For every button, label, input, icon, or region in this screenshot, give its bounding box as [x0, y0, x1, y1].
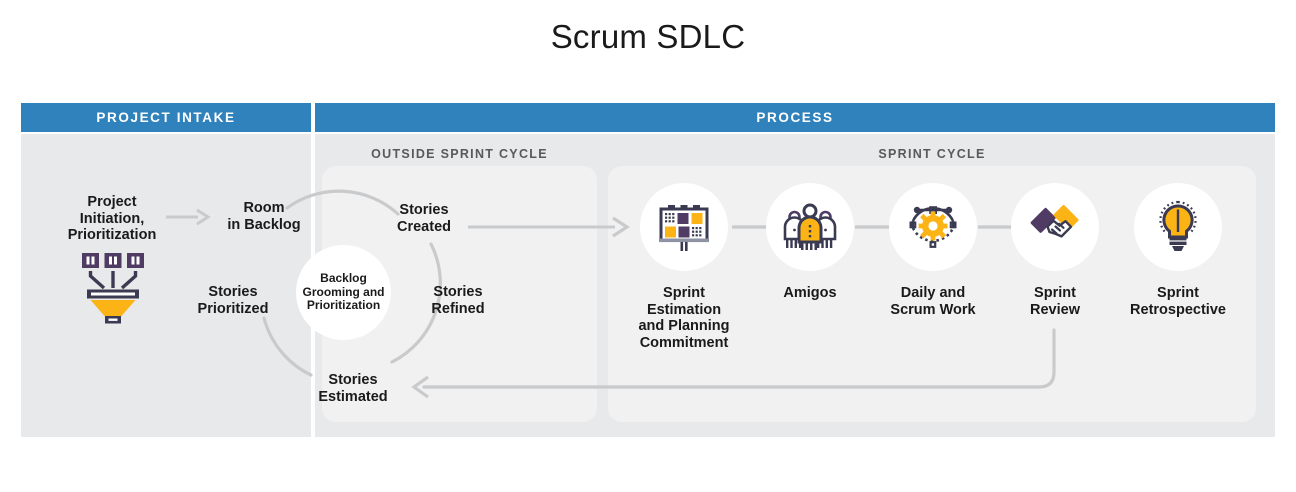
gear-orbit-icon	[909, 206, 957, 248]
label-stories-estimated: Stories Estimated	[292, 372, 414, 405]
funnel-icon	[82, 253, 144, 324]
lightbulb-brain-icon	[1159, 200, 1197, 251]
header-process: PROCESS	[315, 103, 1275, 132]
label-stories-created: Stories Created	[366, 202, 482, 235]
label-daily-and-scrum-work: Daily and Scrum Work	[858, 285, 1008, 318]
label-line-3: Prioritization	[67, 227, 157, 243]
label-line-2: Scrum Work	[890, 301, 976, 318]
backlog-center-text: Backlog Grooming and Prioritization	[303, 272, 385, 313]
label-line-1: Sprint	[1157, 285, 1199, 301]
header-project-intake: PROJECT INTAKE	[21, 103, 311, 132]
handshake-icon	[1030, 205, 1079, 238]
header-project-intake-label: PROJECT INTAKE	[96, 110, 236, 125]
sublabel-outside-sprint-cycle: OUTSIDE SPRINT CYCLE	[371, 147, 548, 161]
label-line-1: Stories	[433, 284, 483, 300]
label-line-3: and Planning	[638, 318, 730, 334]
node-sprint-estimation-icon-circle[interactable]	[640, 183, 728, 271]
label-project-initiation-prioritization: Project Initiation, Prioritization	[36, 194, 188, 244]
label-line-3: Prioritization	[306, 298, 381, 313]
label-line-2: Retrospective	[1130, 301, 1226, 318]
label-line-1: Stories	[399, 202, 449, 218]
page-title: Scrum SDLC	[550, 18, 746, 55]
node-backlog-grooming-and-prioritization: Backlog Grooming and Prioritization	[296, 245, 391, 340]
header-process-label: PROCESS	[756, 110, 834, 125]
label-line-2: in Backlog	[227, 216, 301, 233]
label-line-2: Created	[397, 218, 451, 235]
label-line-1: Stories	[328, 372, 378, 388]
label-amigos: Amigos	[735, 285, 885, 302]
label-sprint-estimation-and-planning-commitment: Sprint Estimation and Planning Commitmen…	[609, 285, 759, 351]
node-sprint-review-icon-circle[interactable]	[1011, 183, 1099, 271]
three-people-icon	[783, 203, 837, 250]
label-stories-refined: Stories Refined	[400, 284, 516, 317]
label-line-2: Estimation	[646, 301, 722, 318]
label-line-1: Amigos	[783, 285, 837, 301]
label-line-1: Stories	[208, 284, 258, 300]
label-line-1: Sprint	[1034, 285, 1076, 301]
label-line-2: Review	[1030, 301, 1080, 318]
label-line-2: Refined	[431, 300, 485, 317]
label-room-in-backlog: Room in Backlog	[204, 200, 324, 233]
label-sprint-review: Sprint Review	[980, 285, 1130, 318]
label-stories-prioritized: Stories Prioritized	[172, 284, 294, 317]
label-line-4: Commitment	[639, 334, 729, 351]
sublabel-sprint-cycle: SPRINT CYCLE	[878, 147, 986, 161]
label-line-2: Estimated	[318, 388, 388, 405]
planning-board-icon	[659, 205, 709, 251]
node-daily-scrum-icon-circle[interactable]	[889, 183, 977, 271]
label-line-1: Backlog	[320, 271, 367, 286]
label-line-1: Room	[243, 200, 285, 216]
label-line-1: Daily and	[900, 285, 966, 301]
node-amigos-icon-circle[interactable]	[766, 183, 854, 271]
label-line-2: Grooming and	[302, 284, 385, 299]
label-line-1: Project	[87, 194, 137, 210]
label-line-2: Initiation,	[79, 210, 145, 227]
label-sprint-retrospective: Sprint Retrospective	[1103, 285, 1253, 318]
node-sprint-retrospective-icon-circle[interactable]	[1134, 183, 1222, 271]
label-line-2: Prioritized	[197, 300, 269, 317]
panel-project-intake-body	[21, 134, 311, 437]
label-line-1: Sprint	[663, 285, 705, 301]
